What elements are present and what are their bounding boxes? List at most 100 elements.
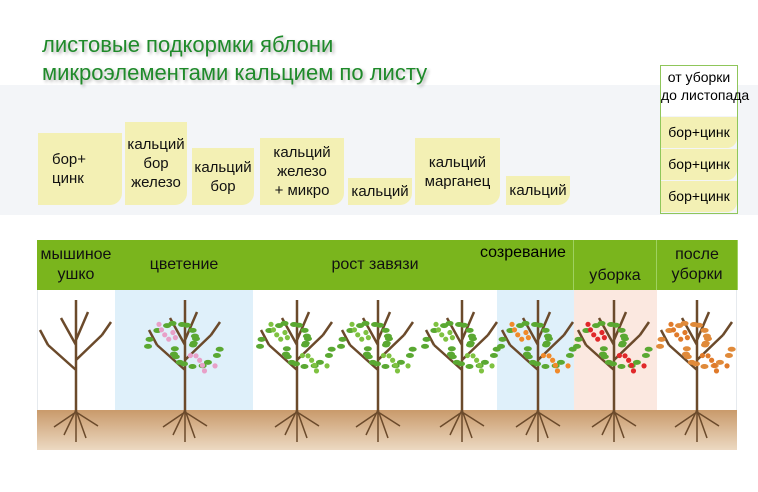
fruit	[365, 335, 371, 341]
fruit	[546, 353, 552, 359]
fruit	[299, 352, 306, 359]
feeding-box: кальций марганец	[415, 138, 500, 205]
stage-flowering: цветение	[115, 240, 254, 290]
fruit	[170, 329, 176, 336]
fruit	[313, 368, 320, 374]
fruit	[724, 363, 730, 369]
fruit	[628, 362, 635, 368]
fruit	[349, 321, 355, 327]
fruit	[394, 368, 401, 374]
feeding-item: бор+цинк	[661, 181, 737, 212]
fruit	[595, 336, 601, 342]
fruit	[705, 353, 711, 359]
fruit	[439, 332, 445, 338]
fruit	[585, 321, 591, 327]
fruit	[305, 353, 311, 359]
feeding-item: бор+цинк	[661, 149, 737, 180]
feeding-box: бор+ цинк	[38, 133, 122, 205]
stage-fruit-set-growth: рост завязи	[253, 240, 498, 290]
fruit	[552, 362, 559, 368]
stage-ripening-bg	[497, 240, 574, 290]
fruit	[212, 363, 218, 369]
fruit	[489, 363, 495, 369]
fruit	[523, 329, 529, 336]
fruit	[711, 362, 718, 368]
stage-harvest: уборка	[574, 240, 657, 290]
fruit	[509, 321, 515, 327]
fruit	[268, 321, 274, 327]
fruit	[587, 327, 594, 333]
fruit	[433, 321, 439, 327]
tree	[421, 300, 501, 442]
feeding-box: кальций железо + микро	[260, 138, 344, 205]
fruit	[713, 368, 720, 374]
tree	[38, 300, 113, 442]
fruit	[380, 352, 387, 359]
fruit	[474, 357, 480, 363]
fruit	[470, 353, 476, 359]
feeding-box: кальций	[506, 176, 570, 205]
fruit	[392, 362, 399, 368]
fruit	[622, 353, 628, 359]
fruit	[359, 336, 365, 342]
fruit	[156, 321, 162, 327]
tree	[497, 300, 577, 442]
fruit	[449, 335, 455, 341]
fruit	[699, 352, 706, 359]
fruit	[309, 357, 315, 363]
fruit	[197, 357, 203, 363]
after-harvest-panel: от уборки до листопада бор+цинк бор+цинк…	[660, 65, 749, 214]
tree	[656, 300, 736, 442]
fruit	[274, 332, 280, 338]
fruit	[476, 362, 483, 368]
fruit	[630, 368, 637, 374]
fruit	[678, 336, 684, 342]
fruit	[324, 363, 330, 369]
tree	[573, 300, 653, 442]
fruit	[278, 336, 284, 342]
fruit	[187, 352, 194, 359]
fruit	[435, 327, 442, 333]
fruit	[478, 368, 485, 374]
stage-ripening: созревание	[480, 244, 566, 261]
fruit	[284, 335, 290, 341]
fruit	[601, 335, 607, 341]
fruit	[201, 368, 208, 374]
fruit	[390, 357, 396, 363]
fruit	[626, 357, 632, 363]
stage-after-harvest: после уборки	[657, 240, 738, 290]
fruit	[550, 357, 556, 363]
fruit	[674, 332, 680, 338]
fruit	[363, 329, 369, 336]
fruit	[684, 335, 690, 341]
fruit	[599, 329, 605, 336]
fruit	[162, 332, 168, 338]
feeding-box: кальций бор	[192, 148, 254, 205]
fruit	[511, 327, 518, 333]
tree	[256, 300, 336, 442]
feeding-box: кальций	[348, 178, 412, 205]
feeding-item: бор+цинк	[661, 117, 737, 148]
fruit	[158, 327, 165, 333]
fruit	[443, 336, 449, 342]
fruit	[519, 336, 525, 342]
fruit	[282, 329, 288, 336]
fruit	[641, 363, 647, 369]
fruit	[709, 357, 715, 363]
fruit	[525, 335, 531, 341]
tree	[337, 300, 417, 442]
fruit	[386, 353, 392, 359]
fruit	[199, 362, 206, 368]
fruit	[515, 332, 521, 338]
fruit	[193, 353, 199, 359]
stage-mouse-ear: мышиное ушко	[37, 240, 116, 290]
fruit	[447, 329, 453, 336]
fruit	[270, 327, 277, 333]
fruit	[616, 352, 623, 359]
feeding-box: кальций бор железо	[125, 122, 187, 205]
fruit	[311, 362, 318, 368]
fruit	[591, 332, 597, 338]
fruit	[355, 332, 361, 338]
fruit	[554, 368, 561, 374]
fruit	[682, 329, 688, 336]
